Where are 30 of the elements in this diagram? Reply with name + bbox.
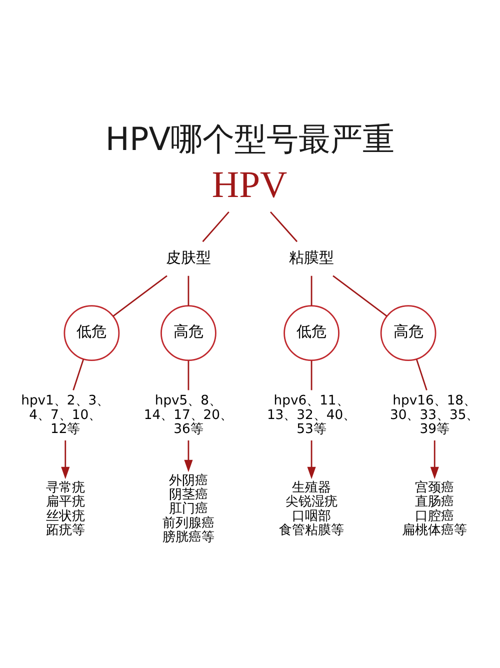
connector bbox=[270, 210, 298, 242]
connector bbox=[72, 358, 84, 390]
node-text: hpv6、11、13、32、40、53等 bbox=[266, 393, 356, 436]
connector bbox=[112, 274, 168, 316]
diagram-title: HPV哪个型号最严重 bbox=[105, 120, 395, 158]
node-circle: 低危 bbox=[284, 304, 340, 361]
node-text: hpv16、18、30、33、35、39等 bbox=[390, 393, 480, 436]
node-text: 外阴癌 阴茎癌 肛门癌 前列腺癌 膀胱癌等 bbox=[162, 473, 214, 544]
connector bbox=[416, 358, 428, 390]
node-text: 宫颈癌 直肠癌 口腔癌 扁桃体癌等 bbox=[402, 480, 468, 538]
connector bbox=[188, 360, 190, 390]
node-text: HPV bbox=[212, 164, 288, 206]
node-circle: 低危 bbox=[64, 304, 120, 361]
node-text: 寻常疣 扁平疣 丝状疣 跖疣等 bbox=[46, 480, 85, 538]
connector bbox=[310, 275, 312, 306]
connector bbox=[332, 274, 388, 316]
arrow bbox=[307, 440, 316, 479]
arrow bbox=[430, 440, 439, 479]
node-circle: 高危 bbox=[380, 304, 436, 361]
connector bbox=[202, 210, 230, 242]
connector bbox=[188, 275, 190, 306]
node-text: hpv1、2、3、4、7、10、12等 bbox=[21, 393, 110, 436]
node-circle: 高危 bbox=[160, 304, 216, 361]
arrow bbox=[184, 440, 193, 472]
connector bbox=[310, 360, 312, 390]
node-text: 生殖器 尖锐湿疣 口咽部 食管粘膜等 bbox=[279, 480, 344, 538]
node-text: hpv5、8、14、17、20、36等 bbox=[144, 393, 234, 436]
node-text: 皮肤型 bbox=[166, 248, 211, 266]
arrow bbox=[61, 440, 70, 479]
node-text: 粘膜型 bbox=[289, 248, 334, 266]
